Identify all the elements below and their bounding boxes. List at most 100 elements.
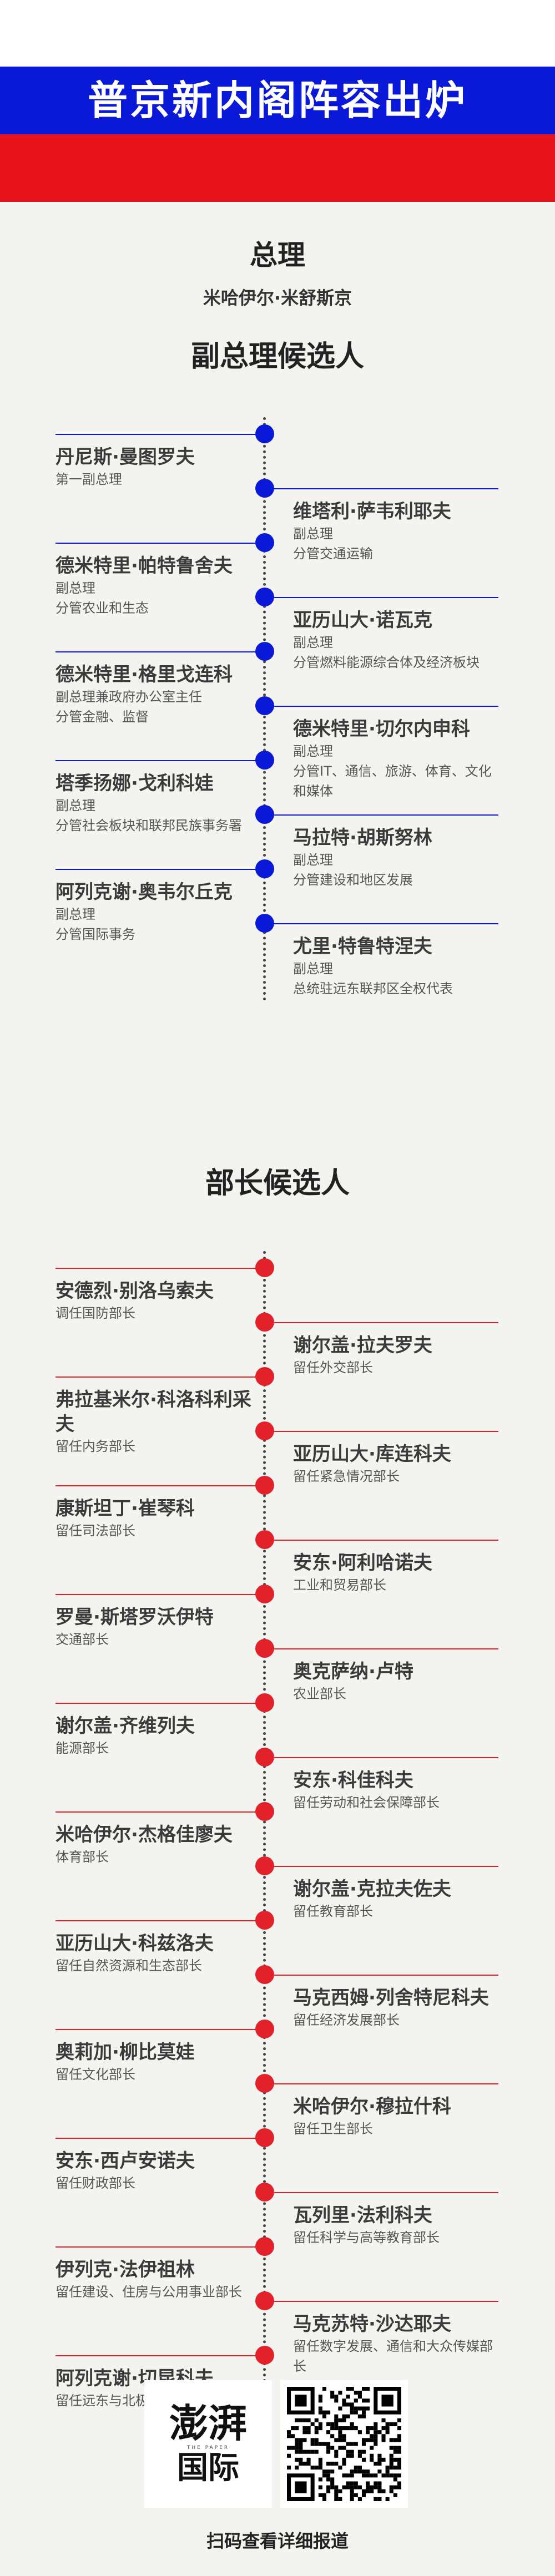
candidate-name: 米哈伊尔·杰格佳廖夫	[56, 1824, 233, 1846]
candidate-role: 分管交通运输	[293, 546, 373, 561]
entry-rule	[265, 1757, 498, 1758]
logo-bottom-text: 国际	[177, 2450, 239, 2486]
candidate-entry: 康斯坦丁·崔琴科留任司法部长	[56, 1485, 266, 1541]
candidate-name: 谢尔盖·齐维列夫	[56, 1715, 195, 1737]
candidate-name: 亚历山大·诺瓦克	[293, 609, 432, 631]
candidate-role: 分管IT、通信、旅游、体育、文化和媒体	[293, 763, 492, 799]
candidate-entry: 奥克萨纳·卢特农业部长	[265, 1648, 498, 1704]
candidate-name: 瓦列里·法利科夫	[293, 2204, 432, 2226]
candidate-name: 安东·西卢安诺夫	[56, 2150, 195, 2172]
thepaper-logo: 澎湃 THE PAPER 国际	[144, 2380, 272, 2508]
logo-sub-text: THE PAPER	[186, 2445, 230, 2451]
ministers-title: 部长候选人	[205, 1167, 350, 1200]
candidate-entry: 奥莉加·柳比莫娃留任文化部长	[56, 2029, 266, 2084]
entry-rule	[265, 1866, 498, 1867]
candidate-entry: 安东·西卢安诺夫留任财政部长	[56, 2138, 266, 2193]
entry-rule	[265, 1431, 498, 1432]
candidate-name: 安东·阿利哈诺夫	[293, 1552, 432, 1574]
candidate-entry: 谢尔盖·克拉夫佐夫留任教育部长	[265, 1866, 498, 1921]
candidate-role: 分管建设和地区发展	[293, 872, 413, 888]
flag-white-stripe	[0, 0, 555, 67]
candidate-role: 副总理	[293, 635, 333, 650]
candidate-name: 奥莉加·柳比莫娃	[56, 2041, 195, 2063]
candidate-role: 副总理	[56, 580, 95, 596]
candidate-entry: 安东·阿利哈诺夫工业和贸易部长	[265, 1540, 498, 1595]
candidate-name: 马拉特·胡斯努林	[293, 827, 432, 849]
entry-rule	[56, 1594, 266, 1595]
candidate-name: 德米特里·切尔内申科	[293, 718, 470, 740]
candidate-role: 留任紧急情况部长	[293, 1469, 400, 1484]
candidate-role: 分管农业和生态	[56, 600, 149, 616]
entry-rule	[56, 2355, 266, 2356]
entry-rule	[56, 1485, 266, 1486]
scan-caption: 扫码查看详细报道	[206, 2531, 349, 2552]
candidate-role: 副总理	[56, 907, 95, 922]
entry-rule	[265, 488, 498, 489]
candidate-role: 留任经济发展部长	[293, 2012, 400, 2028]
page-title: 普京新内阁阵容出炉	[87, 77, 467, 124]
candidate-role: 第一副总理	[56, 472, 122, 487]
candidate-entry: 马克苏特·沙达耶夫留任数字发展、通信和大众传媒部长	[265, 2301, 498, 2376]
candidate-role: 能源部长	[56, 1740, 109, 1756]
candidate-role: 留任自然资源和生态部长	[56, 1958, 202, 1973]
candidate-role: 工业和贸易部长	[293, 1577, 386, 1593]
entry-rule	[265, 2083, 498, 2084]
candidate-entry: 谢尔盖·齐维列夫能源部长	[56, 1703, 266, 1758]
entry-rule	[56, 2029, 266, 2030]
candidate-entry: 亚历山大·科兹洛夫留任自然资源和生态部长	[56, 1920, 266, 1976]
candidate-entry: 德米特里·切尔内申科副总理分管IT、通信、旅游、体育、文化和媒体	[265, 706, 498, 801]
candidate-entry: 伊列克·法伊祖林留任建设、住房与公用事业部长	[56, 2246, 266, 2302]
candidate-name: 奥克萨纳·卢特	[293, 1661, 413, 1683]
candidate-name: 丹尼斯·曼图罗夫	[56, 446, 195, 468]
candidate-role: 留任财政部长	[56, 2175, 135, 2191]
candidate-name: 弗拉基米尔·科洛科利采夫	[56, 1389, 251, 1435]
entry-rule	[56, 1268, 266, 1269]
entry-rule	[56, 1376, 266, 1378]
candidate-role: 副总理	[293, 743, 333, 759]
candidate-role: 副总理兼政府办公室主任	[56, 689, 202, 705]
candidate-name: 德米特里·格里戈连科	[56, 664, 233, 686]
candidate-entry: 丹尼斯·曼图罗夫第一副总理	[56, 434, 266, 489]
candidate-name: 谢尔盖·克拉夫佐夫	[293, 1878, 451, 1900]
entry-rule	[265, 1648, 498, 1649]
candidate-name: 安德烈·别洛乌索夫	[56, 1280, 214, 1302]
entry-rule	[56, 434, 266, 435]
candidate-role: 副总理	[56, 798, 95, 813]
candidate-role: 副总理	[293, 852, 333, 868]
candidate-name: 马克苏特·沙达耶夫	[293, 2313, 451, 2335]
candidate-name: 亚历山大·科兹洛夫	[56, 1932, 214, 1955]
candidate-role: 体育部长	[56, 1849, 109, 1865]
flag-blue-stripe: 普京新内阁阵容出炉	[0, 67, 555, 134]
candidate-entry: 德米特里·格里戈连科副总理兼政府办公室主任分管金融、监督	[56, 651, 266, 727]
candidate-entry: 罗曼·斯塔罗沃伊特交通部长	[56, 1594, 266, 1649]
candidate-entry: 米哈伊尔·穆拉什科留任卫生部长	[265, 2083, 498, 2139]
qr-code[interactable]	[280, 2380, 408, 2508]
candidate-entry: 塔季扬娜·戈利科娃副总理分管社会板块和联邦民族事务署	[56, 760, 266, 836]
candidate-role: 农业部长	[293, 1686, 346, 1702]
candidate-role: 留任外交部长	[293, 1360, 373, 1375]
logo-main-text: 澎湃	[169, 2400, 247, 2446]
candidate-role: 留任司法部长	[56, 1523, 135, 1538]
candidate-name: 尤里·特鲁特涅夫	[293, 935, 432, 958]
candidate-entry: 弗拉基米尔·科洛科利采夫留任内务部长	[56, 1376, 266, 1456]
candidate-role: 总统驻远东联邦区全权代表	[293, 981, 453, 996]
candidate-role: 分管燃料能源综合体及经济板块	[293, 655, 480, 670]
candidate-role: 副总理	[293, 526, 333, 541]
candidate-name: 米哈伊尔·穆拉什科	[293, 2096, 451, 2118]
flag-red-stripe	[0, 134, 555, 202]
entry-rule	[56, 869, 266, 870]
candidate-role: 留任文化部长	[56, 2067, 135, 2082]
entry-rule	[56, 1920, 266, 1921]
entry-rule	[265, 1322, 498, 1323]
candidate-role: 留任教育部长	[293, 1904, 373, 1919]
candidate-name: 谢尔盖·拉夫罗夫	[293, 1334, 432, 1357]
entry-rule	[265, 2192, 498, 2193]
candidate-role: 分管金融、监督	[56, 709, 149, 725]
candidate-entry: 亚历山大·库连科夫留任紧急情况部长	[265, 1431, 498, 1486]
deputies-title: 副总理候选人	[190, 340, 364, 373]
entry-rule	[56, 760, 266, 761]
timeline-axis	[263, 1251, 266, 2433]
entry-rule	[56, 651, 266, 652]
candidate-entry: 马克西姆·列舍特尼科夫留任经济发展部长	[265, 1975, 498, 2030]
